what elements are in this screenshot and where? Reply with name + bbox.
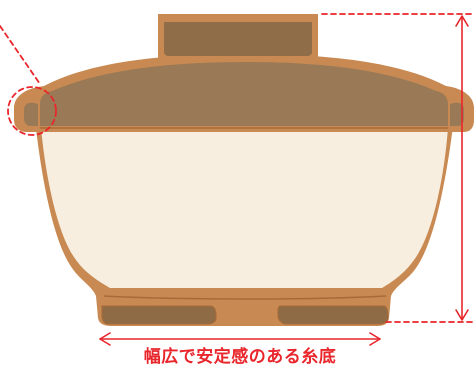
width-arrow-head-right	[369, 332, 381, 346]
lid-knob	[164, 22, 312, 56]
pot-bottom-lip	[103, 295, 387, 300]
width-arrow-head-left	[99, 332, 111, 346]
foot-ring-right	[277, 305, 389, 325]
callout-leader	[0, 25, 41, 85]
foot-caption: 幅広で安定感のある糸底	[143, 347, 337, 367]
lid-top	[40, 62, 448, 126]
lid-flange-right-inner	[450, 102, 464, 126]
foot-ring-left	[101, 305, 217, 325]
callout-circle	[7, 86, 57, 136]
height-arrow-head-top	[455, 15, 469, 27]
pot-interior	[41, 128, 448, 288]
height-arrow-head-bottom	[455, 309, 469, 321]
lid-flange-left-inner	[24, 102, 38, 126]
